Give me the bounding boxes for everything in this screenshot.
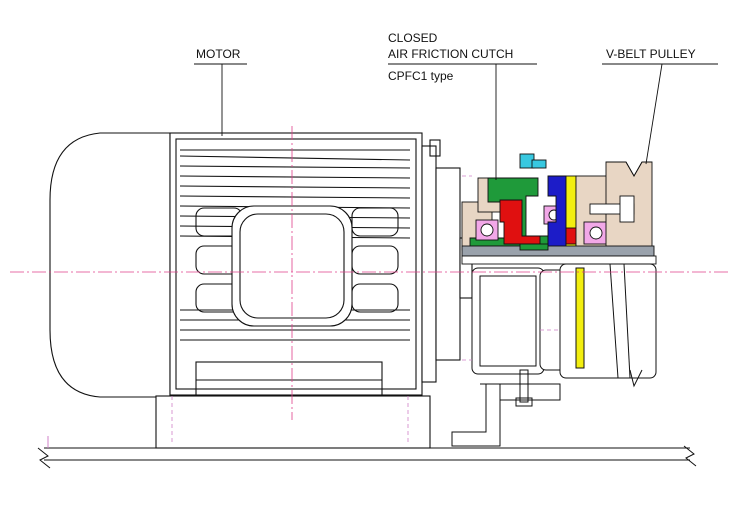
pulley-label: V-BELT PULLEY xyxy=(606,47,696,61)
clutch-type-label: CPFC1 type xyxy=(388,69,454,83)
pulley-lower xyxy=(559,263,657,388)
motor xyxy=(49,132,473,449)
clutch-section xyxy=(461,153,657,265)
clutch-label-line1: CLOSED xyxy=(388,31,438,45)
callout-leaders xyxy=(194,63,718,180)
center-lines xyxy=(10,126,730,420)
clutch-label-line2: AIR FRICTION CUTCH xyxy=(388,47,513,61)
motor-label: MOTOR xyxy=(196,47,241,61)
hidden-lines xyxy=(171,175,560,444)
